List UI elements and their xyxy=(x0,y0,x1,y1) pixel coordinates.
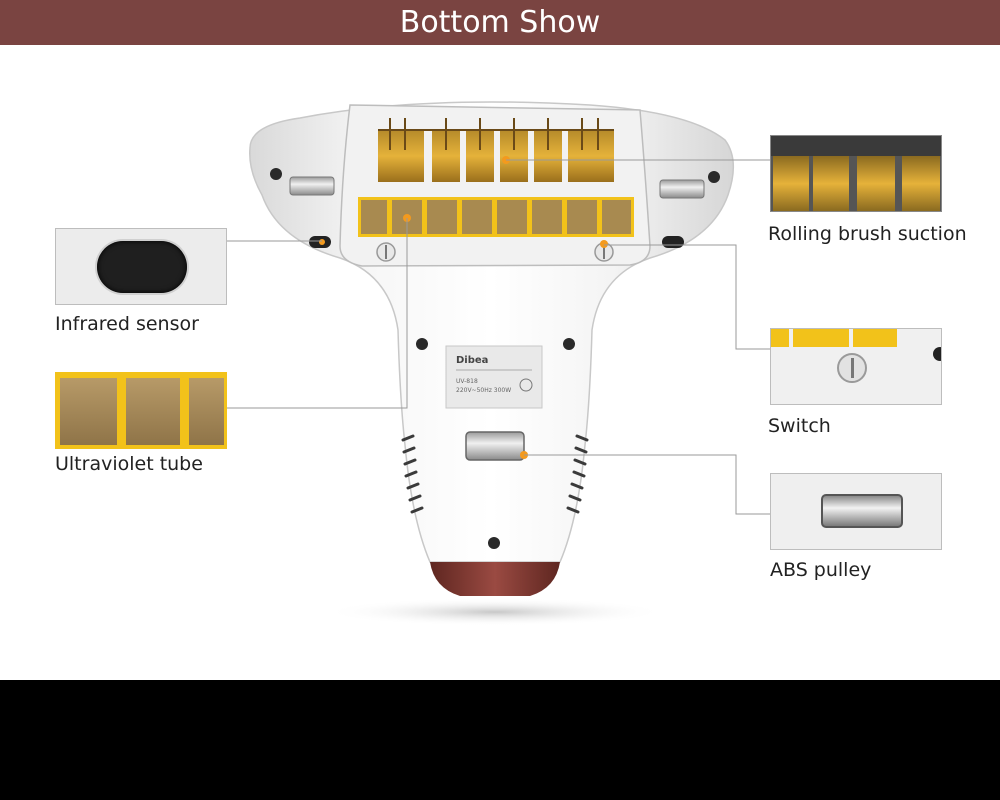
product-diagram: Dibea UV-818 220V~50Hz 300W xyxy=(0,45,1000,680)
page-header: Bottom Show xyxy=(0,0,1000,45)
page-title: Bottom Show xyxy=(399,5,601,40)
brush-segment-2 xyxy=(813,156,849,211)
infrared-sensor-thumbnail xyxy=(55,228,227,305)
switch-label: Switch xyxy=(768,415,831,437)
rolling-brush-slots xyxy=(378,118,614,182)
abs-pulley-thumbnail xyxy=(770,473,942,550)
device-nozzle xyxy=(430,562,560,596)
switch-screw-closeup xyxy=(933,347,941,361)
uv-tube-windows xyxy=(358,197,634,237)
brush-segment-3 xyxy=(857,156,895,211)
rolling-brush-suction-label: Rolling brush suction xyxy=(768,223,967,245)
plate-model: UV-818 xyxy=(456,378,478,385)
body-screws xyxy=(270,168,720,549)
uv-window-1 xyxy=(60,378,117,445)
cover-screws xyxy=(376,240,614,262)
side-vents xyxy=(401,434,589,514)
footer-bar xyxy=(0,680,1000,800)
uv-vacuum-bottom-view: Dibea UV-818 220V~50Hz 300W xyxy=(249,101,734,626)
brush-top-rail xyxy=(771,136,941,156)
switch-vent-row xyxy=(771,329,941,347)
brush-segment-1 xyxy=(773,156,809,211)
switch-knob-closeup xyxy=(837,353,867,383)
abs-pulley xyxy=(465,431,528,461)
uv-window-2 xyxy=(126,378,180,445)
ultraviolet-tube-label: Ultraviolet tube xyxy=(55,453,203,475)
ultraviolet-tube-thumbnail xyxy=(55,372,227,449)
side-rollers xyxy=(289,176,705,199)
infrared-sensor-window-closeup xyxy=(97,241,187,293)
uv-window-3 xyxy=(189,378,224,445)
switch-thumbnail xyxy=(770,328,942,405)
leader-abs-pulley xyxy=(524,454,770,515)
rating-plate: Dibea UV-818 220V~50Hz 300W xyxy=(445,345,543,409)
brush-segment-4 xyxy=(902,156,940,211)
leader-switch xyxy=(604,244,770,350)
rolling-brush-thumbnail xyxy=(770,135,942,212)
abs-pulley-label: ABS pulley xyxy=(770,559,872,581)
leader-ultraviolet-tube xyxy=(227,218,408,409)
plate-rating: 220V~50Hz 300W xyxy=(456,387,511,394)
callout-leader-lines xyxy=(227,159,770,515)
floor-shadow xyxy=(325,598,665,626)
abs-pulley-closeup xyxy=(821,494,903,528)
infrared-sensor-label: Infrared sensor xyxy=(55,313,199,335)
plate-brand: Dibea xyxy=(456,355,488,366)
